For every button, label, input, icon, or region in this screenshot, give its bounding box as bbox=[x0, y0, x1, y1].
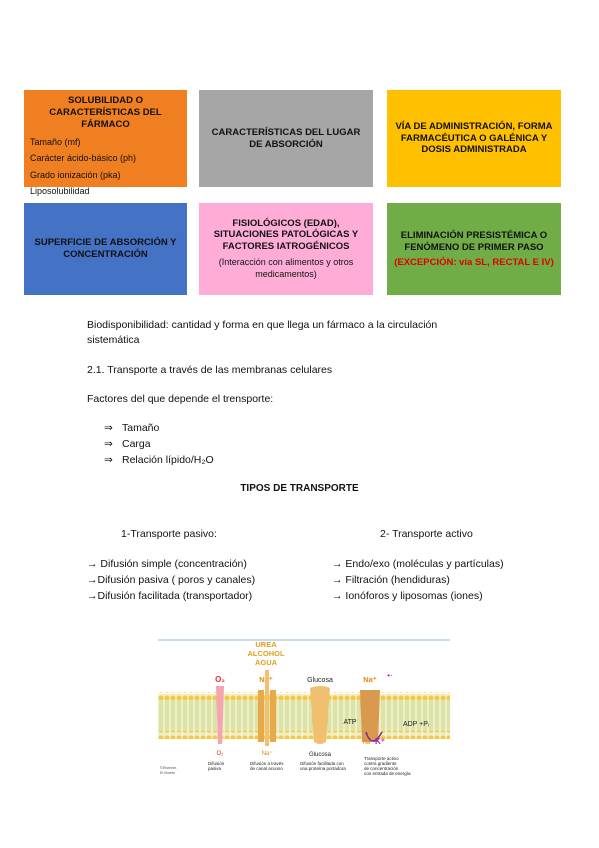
elimination-title: ELIMINACIÓN PRESISTÉMICA O FENÓMENO DE P… bbox=[400, 230, 548, 253]
caption-line: contra gradiente bbox=[364, 761, 397, 766]
double-arrow-icon: ⇒ bbox=[104, 454, 113, 466]
carrier-protein bbox=[310, 686, 330, 744]
top-label: UREA bbox=[255, 640, 277, 649]
physiological-box: FISIOLÓGICOS (EDAD), SITUACIONES PATOLÓG… bbox=[199, 203, 373, 295]
bioavailability-line-1: Biodisponibilidad: cantidad y forma en q… bbox=[87, 319, 438, 331]
surface-title: SUPERFICIE DE ABSORCIÓN Y CONCENTRACIÓN bbox=[34, 237, 177, 260]
solubility-items: Tamaño (mf) Carácter ácido-básico (ph) G… bbox=[30, 134, 181, 200]
channel-protein-left bbox=[258, 690, 264, 742]
caption-line: pasiva bbox=[208, 766, 222, 771]
solubility-box: SOLUBILIDAD O CARACTERÍSTICAS DEL FÁRMAC… bbox=[24, 90, 187, 196]
factors-intro: Factores del que depende el trensporte: bbox=[87, 393, 274, 405]
factor-item: ⇒ Relación lípido/H₂O bbox=[104, 453, 214, 467]
section-heading: 2.1. Transporte a través de las membrana… bbox=[87, 364, 333, 376]
active-transport-heading: 2- Transporte activo bbox=[380, 528, 473, 540]
factor-item: ⇒ Tamaño bbox=[104, 421, 159, 435]
physiological-subtitle: (Interacción con alimentos y otros medic… bbox=[218, 257, 354, 279]
solubility-item: Tamaño (mf) bbox=[30, 136, 81, 147]
solubility-title: SOLUBILIDAD O CARACTERÍSTICAS DEL FÁRMAC… bbox=[49, 95, 162, 130]
lipid-bilayer bbox=[158, 692, 450, 739]
physiological-title: FISIOLÓGICOS (EDAD), SITUACIONES PATOLÓG… bbox=[213, 217, 359, 253]
figure-credit: El Bolets bbox=[160, 771, 175, 775]
solubility-item: Liposolubilidad bbox=[30, 186, 90, 197]
factor-label: Tamaño bbox=[122, 422, 160, 434]
channel-protein-right bbox=[270, 690, 276, 742]
potassium-dots-icon: •· bbox=[387, 671, 392, 680]
double-arrow-icon: ⇒ bbox=[104, 438, 113, 450]
factor-label: Carga bbox=[122, 438, 151, 450]
elimination-exception: (EXCEPCIÓN: vía SL, RECTAL E IV) bbox=[394, 256, 554, 268]
sodium-pump-label: Na⁺ bbox=[363, 675, 377, 684]
transport-types-heading: TIPOS DE TRANSPORTE bbox=[240, 483, 359, 494]
potassium-label: K⁺ bbox=[375, 737, 385, 746]
atp-label: ATP bbox=[343, 719, 356, 726]
top-label: AGUA bbox=[255, 658, 278, 667]
double-arrow-icon: ⇒ bbox=[104, 422, 113, 434]
passive-item: →Difusión facilitada (transportador) bbox=[87, 590, 253, 602]
oxygen-label: O₂ bbox=[215, 675, 225, 684]
caption-line: Difusión facilitada con bbox=[300, 761, 344, 766]
factor-item: ⇒ Carga bbox=[104, 437, 151, 451]
passive-diffusion-arrow bbox=[216, 686, 224, 744]
solubility-item: Grado ionización (pka) bbox=[30, 169, 121, 180]
caption-line: una proteína portadora bbox=[300, 766, 346, 771]
active-item: → Filtración (hendiduras) bbox=[332, 574, 450, 586]
absorption-site-title: CARACTERÍSTICAS DEL LUGAR DE ABSORCIÓN bbox=[211, 126, 361, 150]
passive-transport-heading: 1-Transporte pasivo: bbox=[121, 528, 217, 540]
pump-protein bbox=[360, 690, 380, 742]
caption-line: Difusión a través bbox=[250, 761, 284, 766]
solubility-item: Carácter ácido-básico (ph) bbox=[30, 153, 137, 164]
surface-box: SUPERFICIE DE ABSORCIÓN Y CONCENTRACIÓN bbox=[24, 203, 187, 295]
factor-label: Relación lípido/H₂O bbox=[122, 454, 214, 466]
caption-line: Transporte activo bbox=[364, 756, 399, 761]
top-label: ALCOHOL bbox=[247, 649, 284, 658]
elimination-box: ELIMINACIÓN PRESISTÉMICA O FENÓMENO DE P… bbox=[387, 203, 561, 295]
caption-line: de concentración bbox=[364, 766, 399, 771]
pump-cycle-arrow bbox=[365, 731, 383, 742]
glucose-label: Glucosa bbox=[307, 677, 333, 684]
passive-item: → Difusión simple (concentración) bbox=[87, 558, 247, 570]
figure-captions: Difusión pasiva Difusión a través de can… bbox=[208, 756, 411, 776]
sodium-pump-bottom-label: Na⁺ bbox=[363, 739, 374, 746]
membrane-transport-figure: UREA ALCOHOL AGUA O₂ O₂ Na⁺ Na⁺ Glucosa … bbox=[158, 639, 450, 776]
active-item: → Endo/exo (moléculas y partículas) bbox=[332, 558, 504, 570]
figure-credit: ©Elsevier. bbox=[160, 766, 177, 770]
bioavailability-line-2: sistemática bbox=[87, 334, 140, 346]
adp-label: ADP +Pᵢ bbox=[403, 721, 429, 728]
active-item: → Ionóforos y liposomas (iones) bbox=[332, 590, 483, 602]
route-title: VÍA DE ADMINISTRACIÓN, FORMA FARMACÉUTIC… bbox=[395, 120, 553, 156]
glucose-bottom-label: Glucosa bbox=[309, 752, 332, 758]
sodium-bottom-label: Na⁺ bbox=[262, 750, 273, 757]
caption-line: de canal acuoso bbox=[250, 766, 283, 771]
caption-line: Difusión bbox=[208, 761, 225, 766]
route-box: VÍA DE ADMINISTRACIÓN, FORMA FARMACÉUTIC… bbox=[387, 90, 561, 187]
oxygen-bottom-label: O₂ bbox=[217, 751, 225, 757]
caption-line: con entrada de energía bbox=[364, 771, 411, 776]
passive-item: →Difusión pasiva ( poros y canales) bbox=[87, 574, 256, 586]
absorption-site-box: CARACTERÍSTICAS DEL LUGAR DE ABSORCIÓN bbox=[199, 90, 373, 187]
